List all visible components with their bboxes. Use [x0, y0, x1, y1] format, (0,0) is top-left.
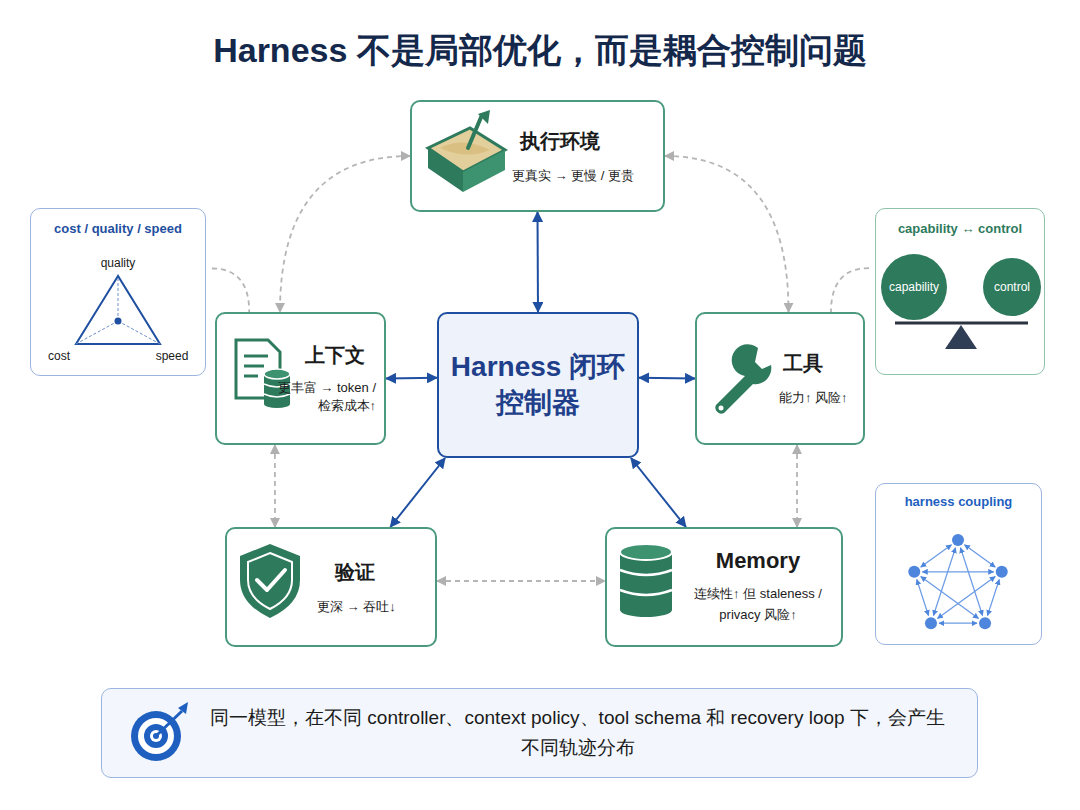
balance-beam [895, 323, 1028, 349]
dashed-connector [796, 445, 798, 527]
node-note: 能力↑ 风险↑ [779, 389, 857, 407]
axis-label: quality [96, 256, 140, 270]
balance-weight: control [983, 258, 1041, 316]
wrench-icon [715, 344, 771, 413]
caption-banner: 同一模型，在不同 controller、context policy、tool … [101, 688, 978, 778]
node-title: 执行环境 [520, 128, 655, 155]
network-link [933, 548, 955, 616]
diagram-title: Harness 不是局部优化，而是耦合控制问题 [0, 28, 1080, 74]
network-link [922, 571, 993, 572]
node-title: cost / quality / speed [37, 221, 199, 236]
dashed-connector [280, 156, 410, 312]
node-note: 连续性↑ 但 staleness / privacy 风险↑ [681, 584, 835, 626]
network-dot [996, 566, 1008, 578]
node-title: control [994, 280, 1030, 294]
shield-icon [240, 544, 300, 618]
network-link [917, 579, 929, 615]
node-title: 上下文 [305, 342, 376, 369]
arrow-connector [386, 377, 437, 380]
node-title: 工具 [783, 350, 857, 377]
node-note: 更真实 → 更慢 / 更贵 [512, 167, 655, 185]
process-box: 执行环境更真实 → 更慢 / 更贵 [410, 100, 665, 212]
node-note: 更丰富 → token / 检索成本↑ [265, 379, 376, 415]
dashed-connector [665, 156, 789, 312]
sandbox-icon [428, 110, 505, 192]
process-box: 上下文更丰富 → token / 检索成本↑ [215, 312, 386, 445]
network-dot [952, 534, 964, 546]
node-title: capability ↔ control [880, 221, 1040, 236]
dashed-connector [274, 445, 276, 527]
node-title: 同一模型，在不同 controller、context policy、tool … [202, 703, 953, 764]
network-link [988, 579, 1000, 615]
dashed-connector [437, 580, 605, 582]
tradeoff-triangle [76, 276, 160, 344]
process-box: 验证更深 → 吞吐↓ [225, 527, 437, 647]
network-dot [979, 617, 991, 629]
axis-label: cost [44, 349, 74, 363]
arrow-connector [390, 458, 445, 527]
network-link [937, 576, 995, 618]
coupling-panel: harness coupling [875, 483, 1042, 645]
network-link [960, 548, 982, 616]
arrow-connector [537, 212, 540, 312]
dashed-connector [831, 268, 869, 312]
node-note: 更深 → 吞吐↓ [317, 598, 427, 616]
arrow-connector [639, 377, 695, 380]
node-title: Memory [716, 548, 800, 574]
document-icon [236, 340, 290, 408]
node-title: capability [889, 280, 939, 294]
network-link [964, 545, 995, 567]
network-dot [908, 566, 920, 578]
tradeoff-panel: capability ↔ control capability control [875, 208, 1045, 375]
network-link [921, 545, 952, 567]
target-icon [131, 702, 188, 761]
coupling-network [908, 534, 1007, 629]
network-link [921, 576, 979, 618]
network-dot [925, 617, 937, 629]
arrow-connector [631, 458, 686, 527]
process-box: 工具能力↑ 风险↑ [695, 312, 865, 445]
node-title: harness coupling [880, 494, 1037, 509]
database-icon [620, 544, 672, 617]
node-title: 验证 [335, 559, 427, 586]
network-link [939, 623, 977, 624]
balance-weight: capability [881, 254, 947, 320]
controller-box: Harness 闭环控制器 [437, 312, 639, 458]
process-box: Memory 连续性↑ 但 staleness / privacy 风险↑ [605, 527, 843, 647]
dashed-connector [212, 268, 249, 312]
node-title: Harness 闭环控制器 [447, 349, 629, 422]
axis-label: speed [152, 349, 192, 363]
